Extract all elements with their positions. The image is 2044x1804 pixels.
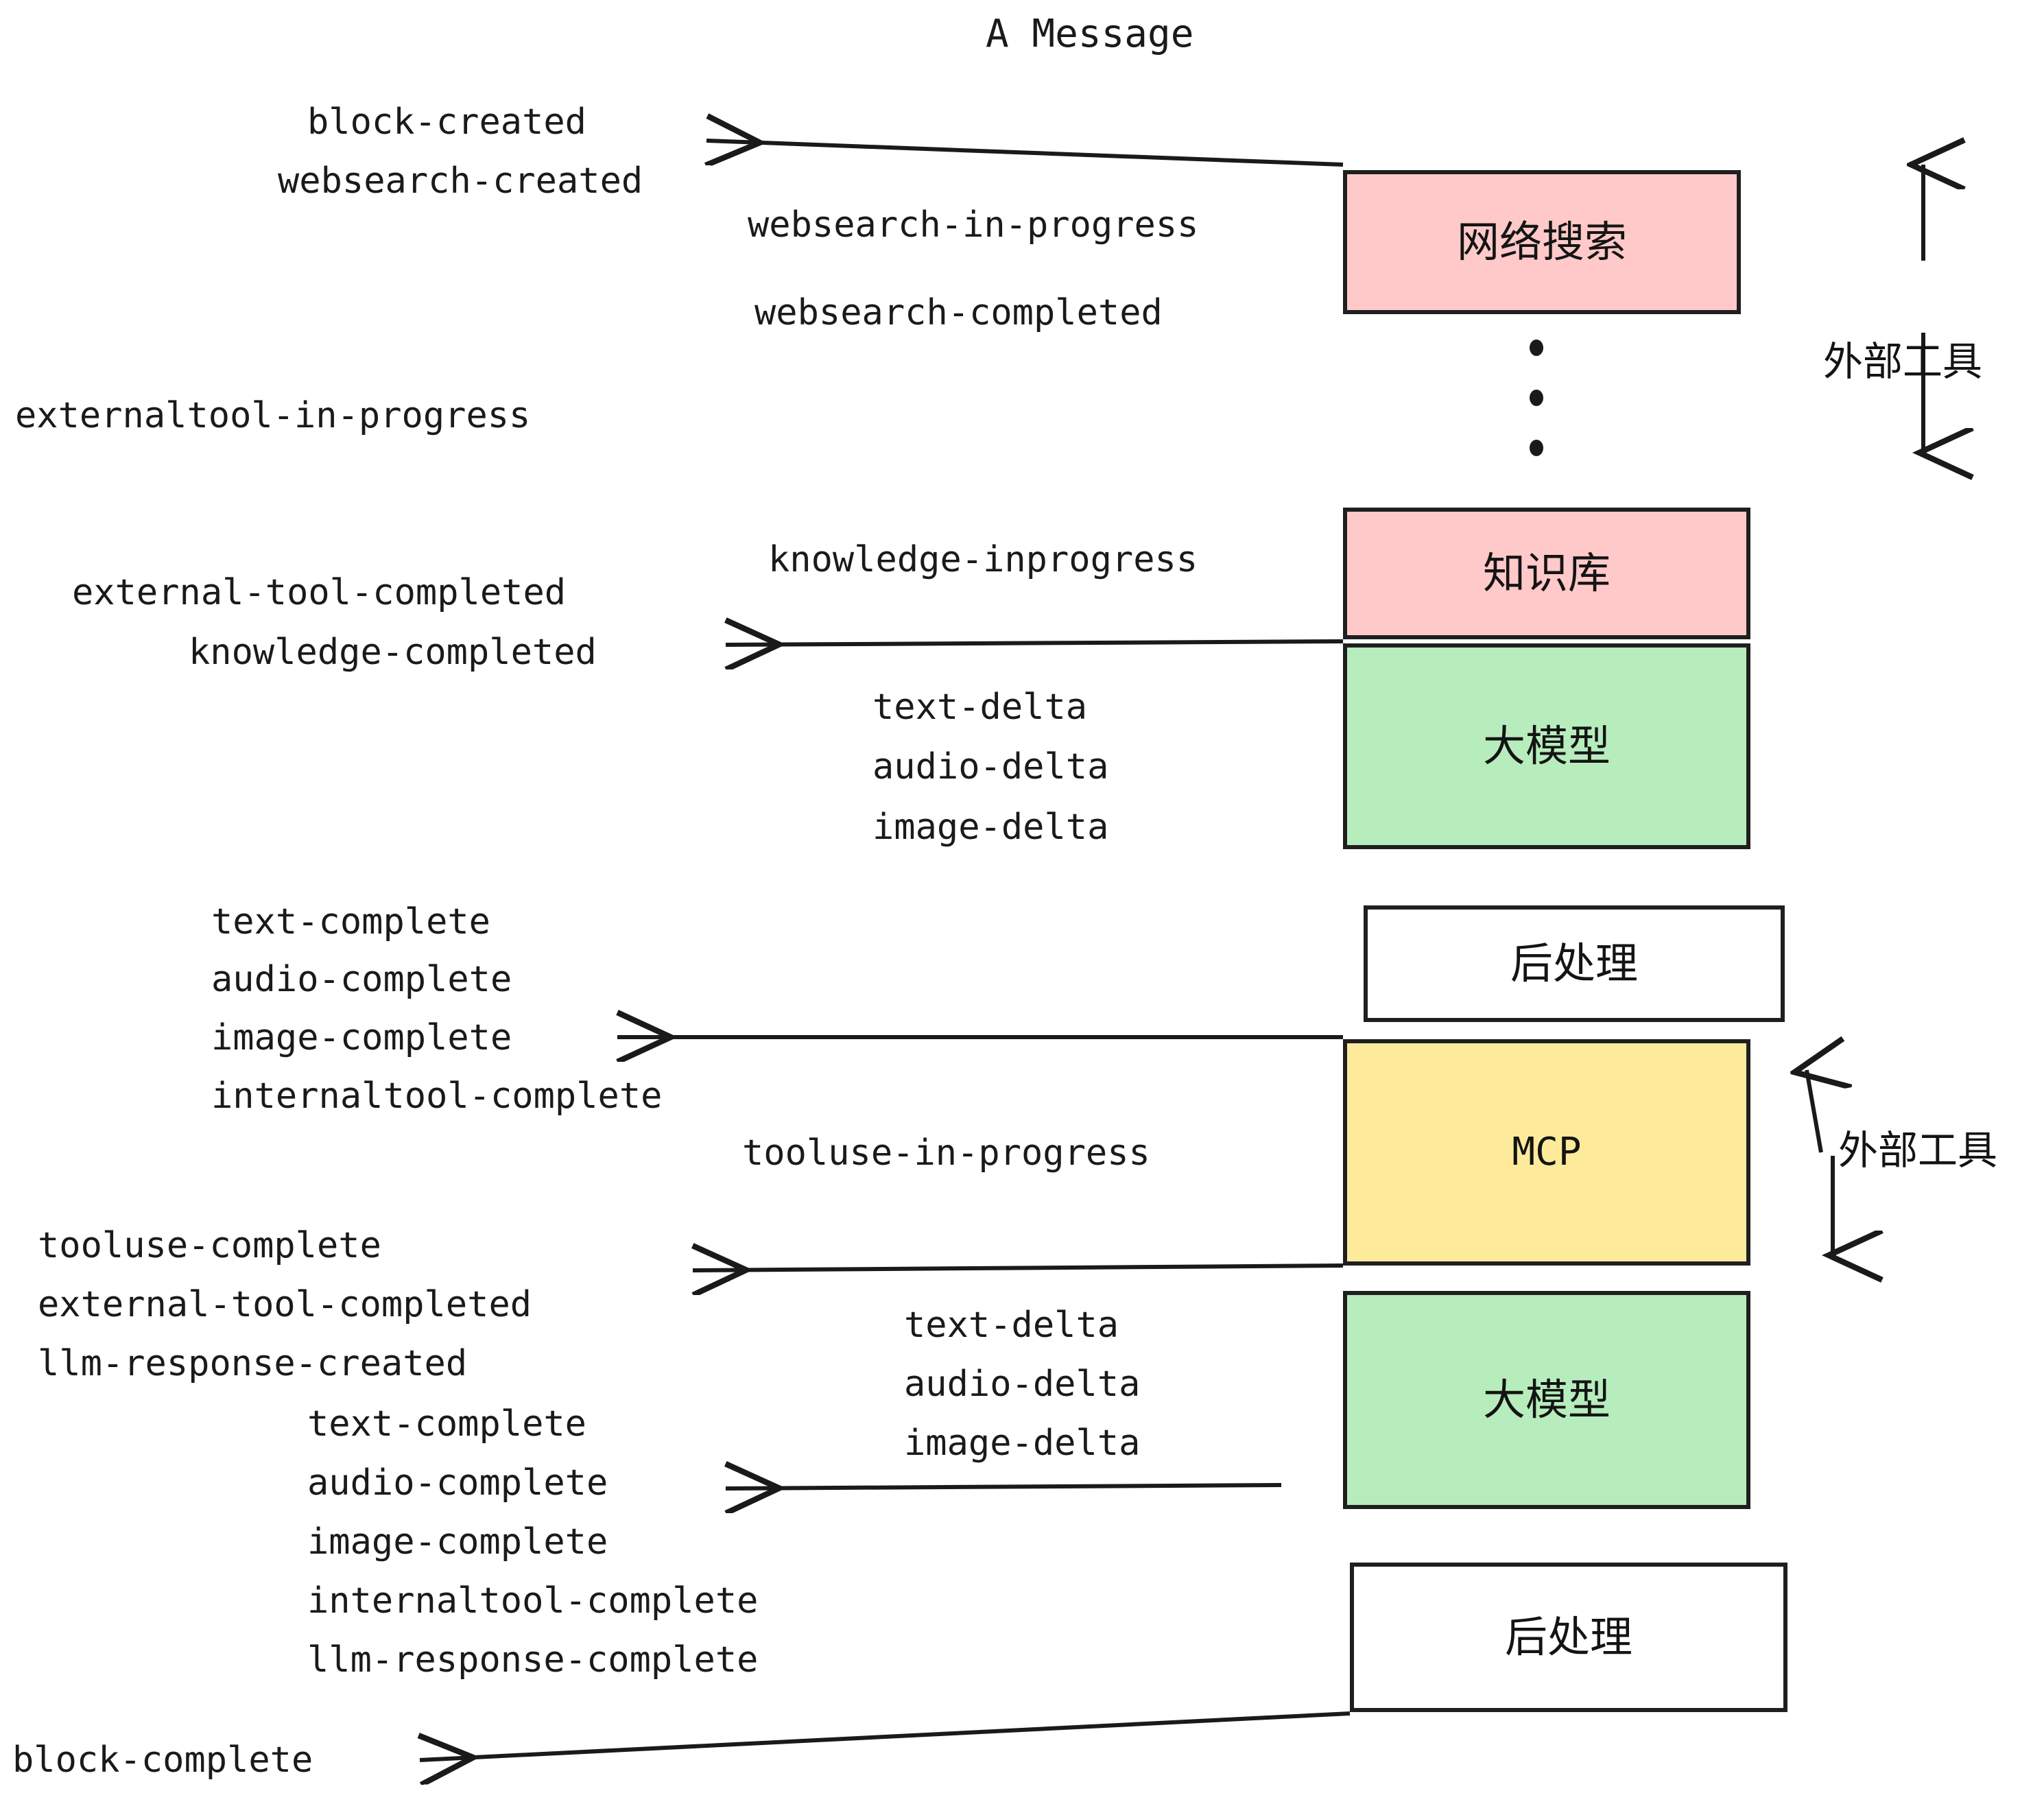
event-websearch-completed: websearch-completed [754, 292, 1163, 333]
event-audio-complete-2: audio-complete [307, 1462, 608, 1504]
ellipsis-vertical-dots [1528, 340, 1545, 456]
event-audio-delta-1: audio-delta [872, 746, 1109, 787]
diagram-title: A Message [986, 12, 1194, 56]
event-websearch-created: websearch-created [278, 161, 643, 202]
event-image-complete-1: image-complete [211, 1017, 512, 1058]
event-llm-response-complete: llm-response-complete [307, 1639, 759, 1681]
label-external-tools-top: 外部工具 [1823, 338, 1983, 385]
node-knowledge-base-label: 知识库 [1482, 548, 1611, 598]
node-postprocess-first[interactable]: 后处理 [1364, 905, 1785, 1022]
event-tooluse-complete: tooluse-complete [38, 1225, 381, 1266]
event-knowledge-completed: knowledge-completed [189, 632, 597, 673]
event-internaltool-complete-2: internaltool-complete [307, 1580, 759, 1622]
node-mcp[interactable]: MCP [1343, 1039, 1750, 1266]
event-text-complete-2: text-complete [307, 1403, 586, 1445]
node-llm-second-label: 大模型 [1482, 1375, 1611, 1425]
node-llm-first[interactable]: 大模型 [1343, 643, 1750, 849]
event-websearch-in-progress: websearch-in-progress [748, 204, 1199, 246]
event-external-tool-completed-1: external-tool-completed [72, 572, 567, 613]
node-llm-first-label: 大模型 [1482, 721, 1611, 771]
node-llm-second[interactable]: 大模型 [1343, 1291, 1750, 1509]
arrow-external-tools-bottom-up [1807, 1070, 1821, 1153]
arrow-websearch-to-blockcreated [706, 141, 1344, 165]
event-tooluse-in-progress: tooluse-in-progress [742, 1132, 1150, 1174]
event-text-delta-2: text-delta [904, 1305, 1119, 1346]
node-knowledge-base[interactable]: 知识库 [1343, 508, 1750, 639]
arrow-llm2-to-audiocomplete [726, 1485, 1282, 1488]
event-block-created: block-created [307, 102, 586, 143]
node-postprocess-second[interactable]: 后处理 [1350, 1563, 1787, 1712]
node-websearch-label: 网络搜索 [1456, 217, 1627, 267]
event-text-delta-1: text-delta [872, 687, 1088, 728]
event-audio-delta-2: audio-delta [904, 1364, 1141, 1405]
event-image-delta-1: image-delta [872, 807, 1109, 848]
arrow-llm1-to-knowledgecompleted [726, 641, 1344, 645]
event-knowledge-inprogress: knowledge-inprogress [768, 539, 1198, 580]
event-block-complete: block-complete [12, 1740, 313, 1781]
event-external-tool-completed-2: external-tool-completed [38, 1284, 532, 1325]
event-text-complete-1: text-complete [211, 901, 490, 942]
label-external-tools-bottom: 外部工具 [1838, 1127, 1998, 1174]
dot-3 [1530, 440, 1543, 456]
arrow-mcp-to-toolusecomplete [693, 1266, 1344, 1270]
dot-2 [1530, 390, 1543, 406]
event-image-complete-2: image-complete [307, 1521, 608, 1563]
event-llm-response-created: llm-response-created [38, 1343, 468, 1384]
event-internaltool-complete-1: internaltool-complete [211, 1076, 663, 1117]
dot-1 [1530, 340, 1543, 356]
arrow-postprocess2-to-blockcomplete [420, 1711, 1351, 1760]
event-image-delta-2: image-delta [904, 1423, 1141, 1464]
node-postprocess-first-label: 后处理 [1510, 938, 1638, 988]
event-externaltool-in-progress: externaltool-in-progress [15, 395, 531, 436]
node-websearch[interactable]: 网络搜索 [1343, 170, 1741, 314]
event-audio-complete-1: audio-complete [211, 959, 512, 1000]
node-postprocess-second-label: 后处理 [1504, 1612, 1632, 1662]
node-mcp-label: MCP [1512, 1130, 1582, 1174]
